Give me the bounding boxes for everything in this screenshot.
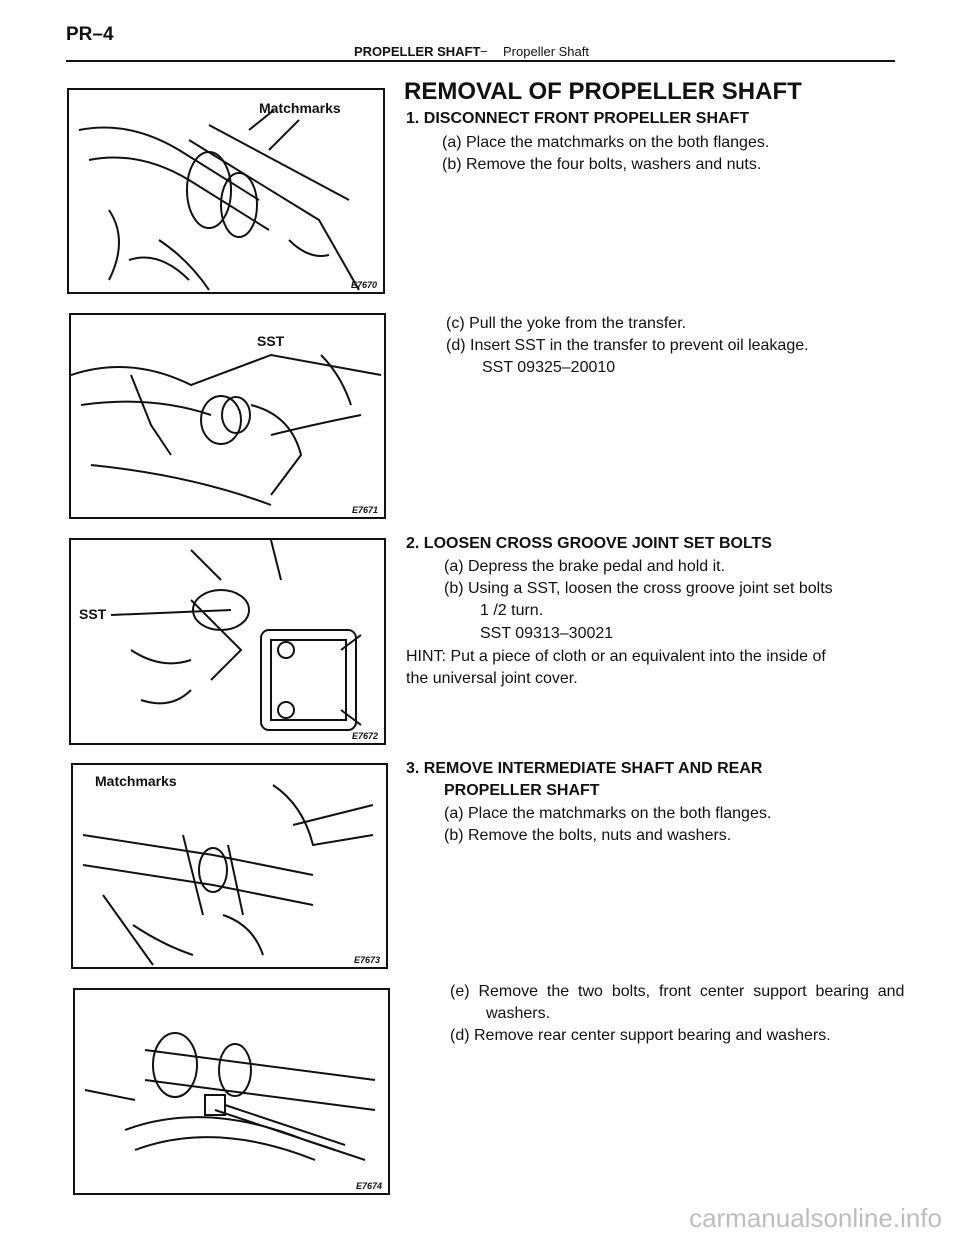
- step-2a: (a) Depress the brake pedal and hold it.: [444, 558, 726, 575]
- step-2-hint-cont: the universal joint cover.: [406, 670, 578, 687]
- step-3e-cont: washers.: [486, 1005, 551, 1022]
- figure-illustration: [84, 1032, 376, 1161]
- step-2-heading: 2. LOOSEN CROSS GROOVE JOINT SET BOLTS: [406, 535, 772, 552]
- step-2b-cont: 1 /2 turn.: [480, 602, 544, 619]
- figure-code: E7670: [350, 280, 377, 290]
- step-3e: (e) Remove the two bolts, front center s…: [450, 983, 905, 1000]
- page-title: REMOVAL OF PROPELLER SHAFT: [404, 78, 802, 105]
- figure-code: E7671: [351, 505, 378, 515]
- step-2-sst: SST 09313–30021: [480, 625, 614, 642]
- step-3a: (a) Place the matchmarks on the both fla…: [444, 805, 772, 822]
- step-3b: (b) Remove the bolts, nuts and washers.: [444, 827, 732, 844]
- header-subsection: Propeller Shaft: [503, 44, 589, 59]
- figure-remove-support-bearing: E7674: [73, 988, 390, 1195]
- step-1d: (d) Insert SST in the transfer to preven…: [446, 337, 809, 354]
- callout-sst: SST: [257, 333, 285, 349]
- step-1c: (c) Pull the yoke from the transfer.: [446, 315, 687, 332]
- page-code: PR–4: [66, 24, 114, 45]
- callout-matchmarks: Matchmarks: [259, 100, 341, 116]
- figure-remove-intermediate-shaft: Matchmarks E7673: [71, 763, 388, 969]
- watermark: carmanualsonline.info: [689, 1203, 942, 1233]
- callout-matchmarks: Matchmarks: [95, 773, 177, 789]
- figure-code: E7672: [351, 731, 378, 741]
- figure-illustration: [78, 109, 360, 291]
- header-section: PROPELLER SHAFT: [354, 44, 481, 59]
- header-separator: −: [480, 44, 488, 59]
- figure-insert-sst: SST E7671: [69, 313, 386, 519]
- step-3d: (d) Remove rear center support bearing a…: [450, 1027, 831, 1044]
- step-1a: (a) Place the matchmarks on the both fla…: [442, 134, 770, 151]
- header-rule: [66, 60, 895, 62]
- step-3-heading: 3. REMOVE INTERMEDIATE SHAFT AND REAR: [406, 760, 763, 777]
- step-2-hint: HINT: Put a piece of cloth or an equival…: [406, 648, 826, 665]
- step-1-heading: 1. DISCONNECT FRONT PROPELLER SHAFT: [406, 110, 750, 127]
- step-1b: (b) Remove the four bolts, washers and n…: [442, 156, 762, 173]
- figure-illustration: [71, 353, 382, 506]
- figure-code: E7673: [353, 955, 380, 965]
- step-2b: (b) Using a SST, loosen the cross groove…: [444, 580, 833, 597]
- step-3-heading-cont: PROPELLER SHAFT: [444, 782, 600, 799]
- step-1-sst: SST 09325–20010: [482, 359, 616, 376]
- callout-sst: SST: [79, 606, 107, 622]
- figure-loosen-bolts: SST E7672: [69, 538, 386, 745]
- figure-illustration: [110, 540, 362, 731]
- figure-code: E7674: [355, 1181, 382, 1191]
- figure-illustration: [82, 784, 374, 966]
- figure-disconnect-front-shaft: Matchmarks E7670: [67, 88, 385, 294]
